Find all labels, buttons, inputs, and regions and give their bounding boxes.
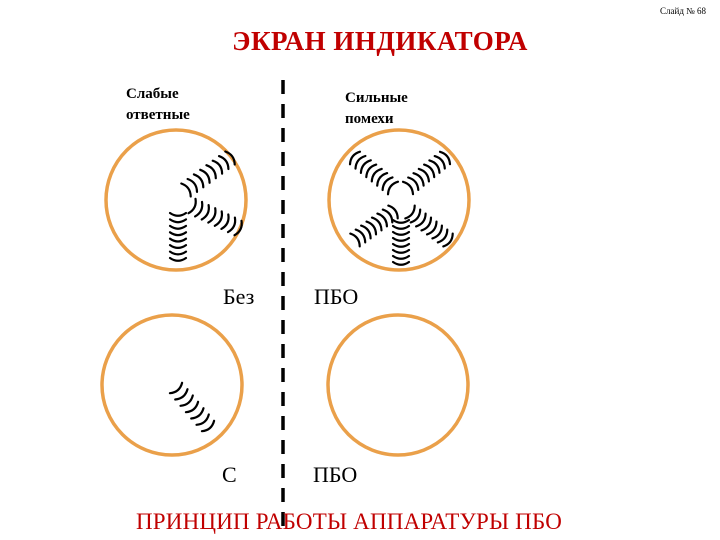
arc-mark	[381, 176, 394, 192]
indicator-circle-bottom-right	[326, 313, 470, 457]
strong-interference-marks	[348, 150, 454, 266]
arc-mark	[359, 159, 372, 174]
arc-mark	[442, 232, 454, 248]
arc-mark	[195, 413, 210, 426]
arc-mark	[168, 231, 188, 237]
arc-mark	[391, 242, 411, 248]
arc-mark	[415, 212, 427, 228]
arc-mark	[438, 150, 452, 166]
arc-mark	[365, 220, 378, 236]
arc-mark	[199, 168, 211, 184]
arc-mark	[168, 211, 188, 217]
arc-mark	[360, 224, 372, 240]
arc-mark	[417, 167, 430, 183]
arc-mark	[412, 172, 425, 187]
arc-mark	[168, 218, 188, 224]
arc-mark	[391, 218, 411, 224]
weak-replies-marks	[168, 150, 243, 262]
arc-mark	[436, 228, 449, 244]
strong-interference-label-line2: помехи	[345, 111, 394, 127]
arc-mark	[376, 212, 388, 228]
arc-mark	[387, 204, 399, 220]
arc-mark	[174, 388, 189, 401]
arc-mark	[226, 216, 237, 234]
arc-mark	[381, 208, 394, 224]
arc-mark	[349, 232, 361, 248]
arc-mark	[391, 248, 411, 254]
arc-mark	[428, 159, 441, 174]
pbo-label-top: ПБО	[314, 284, 359, 309]
arc-mark	[179, 394, 194, 407]
arc-mark	[391, 224, 411, 230]
arc-mark	[180, 182, 192, 198]
arc-mark	[211, 159, 224, 175]
arc-mark	[391, 254, 411, 260]
arc-mark	[220, 213, 230, 230]
arc-mark	[168, 237, 188, 243]
arc-mark	[433, 155, 446, 170]
arc-mark	[391, 236, 411, 242]
arc-mark	[168, 256, 188, 262]
arc-mark	[431, 224, 443, 240]
with-label: С	[222, 462, 237, 487]
indicator-circle-top-right	[327, 128, 471, 272]
arc-mark	[184, 400, 200, 414]
weak-replies-label: Слабые ответные	[126, 84, 190, 126]
arc-mark	[168, 381, 184, 395]
arc-mark	[401, 180, 415, 196]
arc-mark	[213, 210, 224, 227]
arc-mark	[354, 154, 367, 170]
arc-mark	[168, 244, 188, 249]
arc-mark	[194, 200, 204, 218]
indicator-circle-top-left	[104, 128, 248, 272]
arc-mark	[200, 204, 210, 221]
arc-mark	[200, 419, 216, 433]
strong-interference-label: Сильные помехи	[345, 88, 408, 130]
arc-mark	[423, 163, 436, 179]
arc-mark	[187, 197, 197, 215]
arc-mark	[370, 167, 383, 183]
arc-mark	[376, 172, 389, 187]
arc-mark	[233, 219, 243, 237]
slide-number: Слайд № 68	[660, 6, 706, 16]
pbo-label-bottom: ПБО	[313, 462, 358, 487]
arc-mark	[407, 176, 420, 191]
indicator-circle-bottom-left	[100, 313, 244, 457]
arc-mark	[365, 163, 378, 179]
arc-mark	[168, 224, 188, 230]
arc-mark	[190, 407, 205, 420]
weak-replies-label-line2: ответные	[126, 107, 190, 123]
arc-mark	[207, 207, 217, 224]
arc-mark	[420, 216, 433, 232]
page-title: ЭКРАН ИНДИКАТОРА	[232, 26, 528, 56]
footer-caption: ПРИНЦИП РАБОТЫ АППАРАТУРЫ ПБО	[136, 509, 563, 534]
arc-mark	[205, 164, 217, 180]
arc-mark	[425, 220, 438, 236]
arc-mark	[168, 250, 188, 256]
arc-mark	[186, 177, 199, 193]
arc-mark	[391, 260, 411, 266]
strong-interference-label-line1: Сильные	[345, 90, 408, 106]
arc-mark	[404, 204, 416, 220]
arc-mark	[224, 150, 236, 166]
filtered-reply-marks	[168, 381, 216, 433]
arc-mark	[370, 216, 383, 232]
arc-mark	[192, 173, 205, 189]
arc-mark	[409, 208, 422, 224]
weak-replies-label-line1: Слабые	[126, 86, 179, 102]
without-label: Без	[223, 284, 255, 309]
arc-mark	[348, 150, 362, 166]
arc-mark	[217, 155, 230, 171]
arc-mark	[386, 180, 400, 196]
arc-mark	[391, 230, 411, 236]
arc-mark	[354, 228, 367, 244]
